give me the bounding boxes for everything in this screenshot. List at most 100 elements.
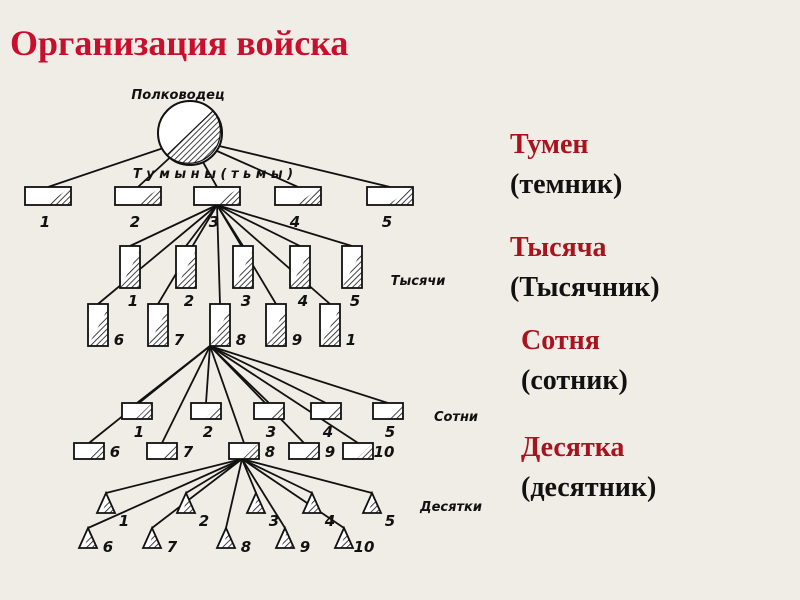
thousands-label: Тысячи — [391, 274, 446, 289]
legend-unit-tumen: Тумен — [510, 129, 589, 160]
thousand-number: 7 — [174, 331, 185, 349]
ten-symbol — [274, 525, 296, 549]
thousand-number: 1 — [346, 331, 356, 349]
ten-symbol — [245, 490, 267, 514]
thousand-number: 3 — [241, 292, 251, 310]
thousand-to-hundred-line — [161, 345, 211, 444]
commander-label: Полководец — [131, 88, 224, 103]
hundred-number: 8 — [265, 443, 275, 461]
thousand-symbol — [232, 245, 254, 289]
hundred-to-ten-line — [241, 458, 373, 494]
thousand-number: 9 — [292, 331, 302, 349]
tumen-number: 5 — [382, 213, 392, 231]
hundred-number: 2 — [203, 423, 213, 441]
hundred-number: 5 — [385, 423, 395, 441]
ten-symbol — [141, 525, 163, 549]
thousand-to-hundred-line — [209, 345, 389, 404]
tumen-number: 2 — [130, 213, 140, 231]
commander-to-tumen-line — [189, 138, 391, 188]
thousand-symbol — [209, 303, 231, 347]
hundred-to-ten-line — [241, 458, 313, 494]
hundred-number: 10 — [374, 443, 395, 461]
hundred-to-ten-line — [225, 458, 243, 529]
legend-tumen: Тумен (темник) — [510, 125, 622, 205]
unit-symbols — [24, 100, 414, 549]
legend-leader-hundred: (сотник) — [521, 365, 628, 396]
tumen-to-thousand-line — [216, 204, 331, 305]
tens-label: Десятки — [419, 500, 482, 515]
hundred-symbol — [310, 402, 342, 420]
legend-unit-ten: Десятка — [521, 432, 625, 463]
thousand-to-hundred-line — [209, 345, 305, 444]
thousand-symbol — [341, 245, 363, 289]
thousand-to-hundred-line — [88, 345, 211, 444]
legend-leader-temnik: (темник) — [510, 169, 623, 200]
hundred-symbol — [73, 442, 105, 460]
hundred-number: 6 — [110, 443, 120, 461]
ten-number: 7 — [167, 538, 178, 556]
thousand-symbol — [87, 303, 109, 347]
ten-number: 1 — [119, 512, 129, 530]
ten-number: 3 — [269, 512, 279, 530]
army-hierarchy-diagram: Полководец 1 2 3 4 5 Т у м ы н ы ( т ь м ы ) 1 2… — [24, 88, 482, 556]
thousand-number: 4 — [297, 292, 308, 310]
thousand-symbol — [147, 303, 169, 347]
hundred-symbol — [253, 402, 285, 420]
hundred-symbol — [342, 442, 374, 460]
ten-symbol — [301, 490, 323, 514]
ten-symbol — [95, 490, 117, 514]
ten-number: 9 — [300, 538, 310, 556]
thousand-number: 1 — [128, 292, 138, 310]
hundred-to-ten-line — [151, 458, 243, 529]
tumen-symbol — [274, 186, 322, 206]
legend-ten: Десятка (десятник) — [521, 428, 656, 508]
hundred-to-ten-line — [185, 458, 243, 494]
tumen-number: 4 — [289, 213, 300, 231]
ten-number: 5 — [385, 512, 395, 530]
hundred-to-ten-line — [241, 458, 257, 494]
tumen-to-thousand-line — [216, 204, 301, 247]
tumen-to-thousand-line — [97, 204, 218, 305]
hundreds-label: Сотни — [434, 410, 478, 425]
hundred-to-ten-line — [105, 458, 243, 494]
thousand-symbol — [175, 245, 197, 289]
thousand-number: 8 — [236, 331, 246, 349]
ten-symbol — [361, 490, 383, 514]
thousand-number: 5 — [350, 292, 360, 310]
legend-leader-ten: (десятник) — [521, 472, 657, 503]
thousand-number: 6 — [114, 331, 124, 349]
ten-symbol — [77, 525, 99, 549]
ten-number: 2 — [199, 512, 209, 530]
tumen-symbol — [24, 186, 72, 206]
tumens-label: Т у м ы н ы ( т ь м ы ) — [133, 167, 293, 182]
thousand-to-hundred-line — [209, 345, 327, 404]
ten-number: 4 — [324, 512, 335, 530]
hundred-number: 1 — [134, 423, 144, 441]
ten-number: 10 — [354, 538, 375, 556]
ten-number: 6 — [103, 538, 113, 556]
tumen-symbol — [366, 186, 414, 206]
thousand-to-hundred-line — [209, 345, 359, 444]
hundred-number: 3 — [266, 423, 276, 441]
thousand-symbol — [265, 303, 287, 347]
tumen-symbol — [193, 186, 241, 206]
ten-number: 8 — [241, 538, 251, 556]
hundred-number: 7 — [183, 443, 194, 461]
commander-symbol — [157, 100, 223, 166]
thousand-symbol — [289, 245, 311, 289]
legend-leader-thousand: (Тысячник) — [510, 272, 660, 303]
tumen-number: 1 — [40, 213, 50, 231]
tumen-to-thousand-line — [129, 204, 218, 247]
thousand-to-hundred-line — [205, 345, 211, 404]
hundred-symbol — [121, 402, 153, 420]
hundred-number: 9 — [325, 443, 335, 461]
hundred-symbol — [372, 402, 404, 420]
diagram-labels: Полководец 1 2 3 4 5 Т у м ы н ы ( т ь м ы ) 1 2… — [40, 88, 482, 556]
ten-symbol — [215, 525, 237, 549]
hundred-to-ten-line — [241, 458, 286, 529]
tumen-symbol — [114, 186, 162, 206]
tumen-to-thousand-line — [216, 204, 353, 247]
legend-unit-hundred: Сотня — [521, 325, 600, 356]
legend-hundred: Сотня (сотник) — [521, 321, 628, 401]
thousand-number: 2 — [184, 292, 194, 310]
